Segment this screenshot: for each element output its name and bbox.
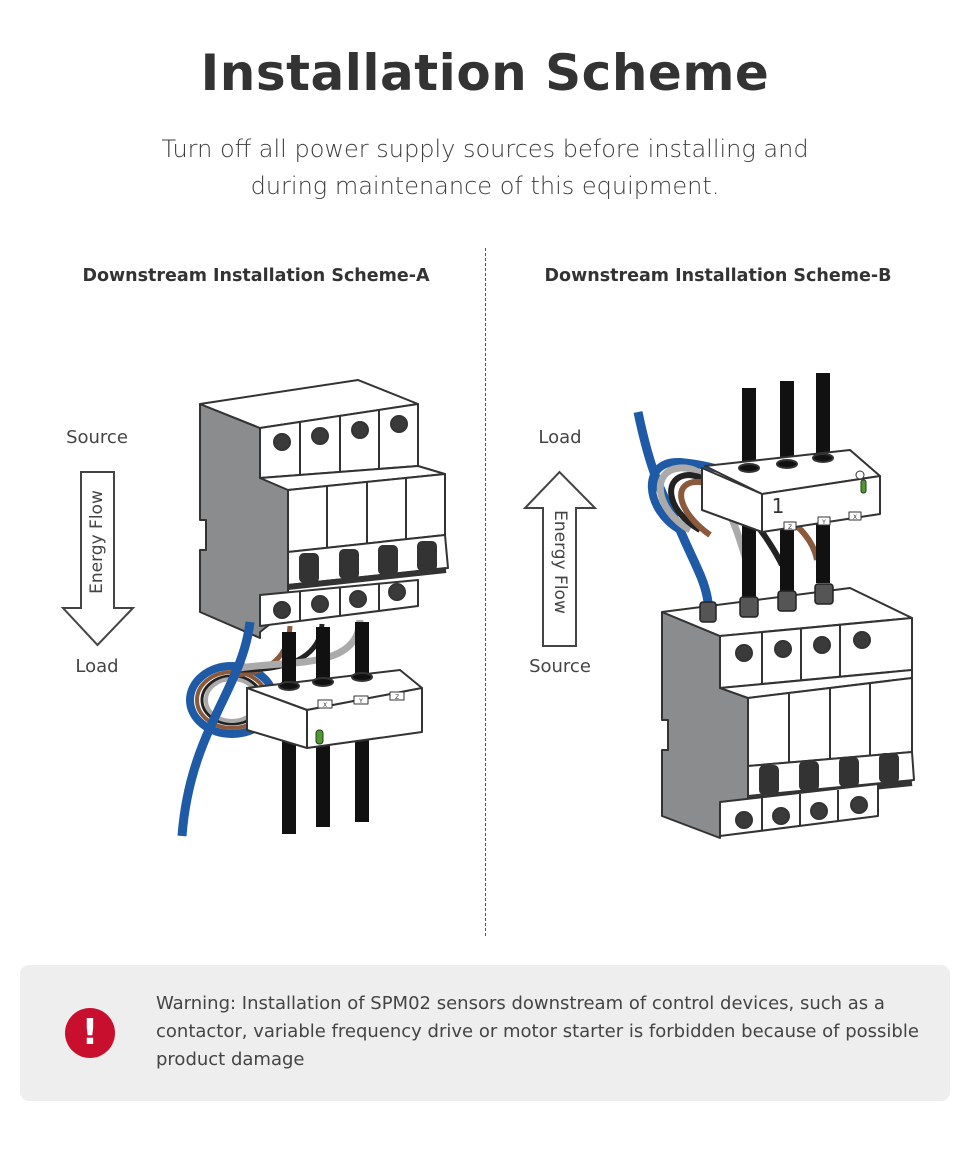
breaker xyxy=(199,379,449,639)
scheme-a-load-label: Load xyxy=(75,656,119,677)
scheme-divider xyxy=(485,248,486,936)
subtitle-line-1: Turn off all power supply sources before… xyxy=(161,135,809,163)
sensor-label-x: X xyxy=(853,514,857,521)
current-sensor xyxy=(246,669,423,749)
sensor-label-y: Y xyxy=(358,698,363,705)
scheme-a-heading: Downstream Installation Scheme-A xyxy=(82,266,430,286)
sensor-label-x: X xyxy=(323,702,327,709)
warning-text: Warning: Installation of SPM02 sensors d… xyxy=(156,993,919,1070)
scheme-b-flow-label: Energy Flow xyxy=(550,510,570,614)
exclamation-circle-icon: ! xyxy=(65,1008,115,1058)
sensor-label-y: Y xyxy=(821,519,826,526)
energy-flow-down-arrow-icon xyxy=(60,471,136,647)
page-title: Installation Scheme xyxy=(200,44,770,102)
subtitle-line-2: during maintenance of this equipment. xyxy=(250,172,720,200)
scheme-b-source-label: Source xyxy=(529,656,591,677)
scheme-b-load-label: Load xyxy=(538,427,582,448)
neutral-blue-wire xyxy=(177,621,255,837)
sensor-label-z: Z xyxy=(788,524,792,531)
led-indicator-icon xyxy=(860,479,867,494)
scheme-b-illustration: 1 Z Y X xyxy=(633,373,915,839)
scheme-a-illustration: X Y Z xyxy=(177,379,449,837)
warning-box xyxy=(20,965,950,1101)
sensor-label-z: Z xyxy=(395,694,399,701)
breaker xyxy=(661,587,915,839)
breaker-toggle-band xyxy=(747,751,915,797)
sensor-number: 1 xyxy=(772,494,785,518)
energy-flow-up-arrow-icon xyxy=(522,470,598,647)
scheme-a-source-label: Source xyxy=(66,427,128,448)
led-indicator-icon xyxy=(315,729,324,745)
current-sensor xyxy=(701,449,881,533)
breaker-toggle-band xyxy=(287,534,449,586)
cable-caps xyxy=(699,583,834,623)
scheme-a-flow-label: Energy Flow xyxy=(87,490,107,594)
scheme-b-heading: Downstream Installation Scheme-B xyxy=(544,266,892,286)
